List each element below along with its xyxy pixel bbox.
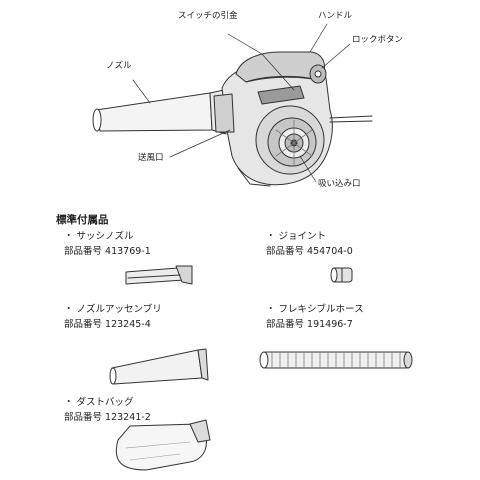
blower-body-drawing [213, 51, 373, 187]
bullet: ・ [266, 304, 276, 315]
dust-bag-drawing [115, 419, 211, 471]
accessory-name: ダストバッグ [76, 397, 134, 408]
callout-switch-trigger: スイッチの引金 [178, 11, 238, 21]
part-number: 123245-4 [105, 318, 151, 330]
callout-inlet: 吸い込み口 [318, 179, 361, 189]
bullet: ・ [64, 304, 74, 315]
bullet: ・ [64, 397, 74, 408]
accessory-item: ・ フレキシブルホース 部品番号 191496-7 [266, 305, 364, 329]
accessory-item: ・ サッシノズル 部品番号 413769-1 [64, 232, 151, 256]
callout-nozzle: ノズル [106, 61, 132, 71]
part-number: 123241-2 [105, 411, 151, 423]
part-label: 部品番号 [64, 411, 103, 423]
accessory-item: ・ ジョイント 部品番号 454704-0 [266, 232, 353, 256]
part-number: 413769-1 [105, 245, 151, 257]
accessory-name: サッシノズル [76, 231, 134, 242]
accessories-title: 標準付属品 [56, 214, 109, 226]
part-number: 454704-0 [307, 245, 353, 257]
accessory-name: フレキシブルホース [278, 304, 364, 315]
callout-lock-button: ロックボタン [352, 35, 404, 45]
joint-drawing [330, 267, 353, 283]
nozzle-drawing [92, 89, 227, 135]
hose-ribs [271, 351, 401, 369]
part-label: 部品番号 [266, 245, 305, 257]
part-label: 部品番号 [64, 245, 103, 257]
bullet: ・ [64, 231, 74, 242]
callout-lines [132, 23, 351, 183]
sash-nozzle-drawing [125, 265, 193, 285]
accessory-item: ・ ダストバッグ 部品番号 123241-2 [64, 398, 151, 422]
callout-outlet: 送風口 [138, 153, 164, 163]
part-label: 部品番号 [64, 318, 103, 330]
bullet: ・ [266, 231, 276, 242]
part-label: 部品番号 [266, 318, 305, 330]
nozzle-assembly-drawing [109, 348, 209, 385]
accessory-item: ・ ノズルアッセンブリ 部品番号 123245-4 [64, 305, 162, 329]
part-number: 191496-7 [307, 318, 353, 330]
callout-handle: ハンドル [318, 11, 353, 21]
accessory-name: ジョイント [278, 231, 327, 242]
accessory-name: ノズルアッセンブリ [76, 304, 162, 315]
